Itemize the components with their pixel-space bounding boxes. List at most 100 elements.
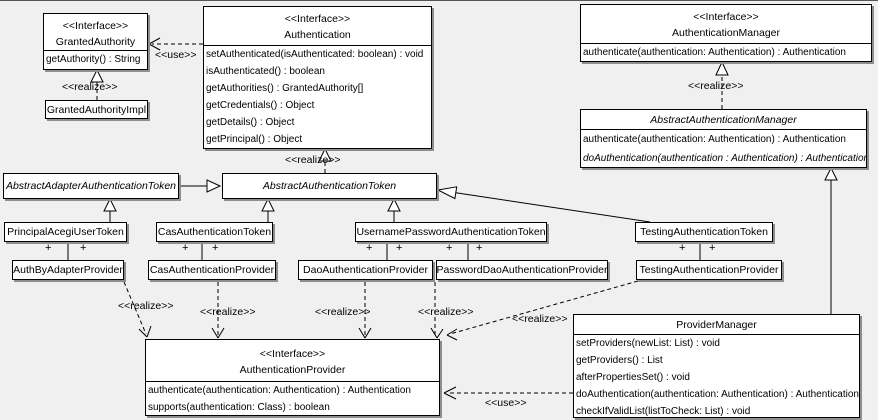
realize-label: <<realize>> xyxy=(688,80,744,92)
class-name: TestingAuthenticationToken xyxy=(640,226,768,238)
method: getCredentials() : Object xyxy=(206,100,315,111)
method: authenticate(authentication: Authenticat… xyxy=(583,134,846,145)
method: getPrincipal() : Object xyxy=(206,134,303,145)
class-name: TestingAuthenticationProvider xyxy=(639,264,779,276)
association-plus: + xyxy=(709,242,716,254)
class-authenticationmanager: <<Interface>> AuthenticationManager auth… xyxy=(580,4,872,62)
class-name: UsernamePasswordAuthenticationToken xyxy=(356,226,546,238)
class-casauthenticationprovider: CasAuthenticationProvider xyxy=(148,260,276,280)
class-name: GrantedAuthority xyxy=(55,36,136,48)
method: getDetails() : Object xyxy=(206,117,295,128)
generalization-usernamepasswordtoken-abstracttoken xyxy=(387,197,401,222)
association-plus: + xyxy=(212,242,219,254)
stereotype: <<Interface>> xyxy=(284,13,351,25)
association-plus: + xyxy=(679,242,686,254)
class-authenticationprovider: <<Interface>> AuthenticationProvider aut… xyxy=(145,339,440,416)
class-grantedauthority: <<Interface>> GrantedAuthority getAuthor… xyxy=(43,13,148,70)
stereotype: <<Interface>> xyxy=(259,348,326,360)
class-casauthenticationtoken: CasAuthenticationToken xyxy=(156,222,273,242)
realize-casprovider-authenticationprovider xyxy=(211,282,225,339)
association-plus: + xyxy=(182,242,189,254)
realize-authbyadapterprovider-authenticationprovider xyxy=(123,281,152,338)
class-testingauthenticationprovider: TestingAuthenticationProvider xyxy=(636,260,782,280)
compartment-separator xyxy=(574,334,859,335)
association-plus: + xyxy=(396,242,403,254)
association-plus: + xyxy=(45,242,52,254)
class-name: GrantedAuthorityImpl xyxy=(46,103,147,116)
use-providermanager-authenticationprovider xyxy=(443,386,573,400)
class-abstractadapterauthenticationtoken: AbstractAdapterAuthenticationToken xyxy=(3,173,179,199)
use-label: <<use>> xyxy=(485,397,527,409)
class-name: AbstractAdapterAuthenticationToken xyxy=(5,180,177,192)
method: setProviders(newList: List) : void xyxy=(576,338,720,349)
association-plus: + xyxy=(80,242,87,254)
realize-label: <<realize>> xyxy=(62,81,118,93)
class-name: Authentication xyxy=(284,29,351,41)
class-testingauthenticationtoken: TestingAuthenticationToken xyxy=(635,222,773,242)
method: authenticate(authentication: Authenticat… xyxy=(148,385,411,396)
method: getProviders() : List xyxy=(576,355,663,366)
realize-abstractauthenticationmanager-authenticationmanager xyxy=(715,60,729,109)
class-usernamepasswordauthenticationtoken: UsernamePasswordAuthenticationToken xyxy=(355,222,547,242)
method: supports(authentication: Class) : boolea… xyxy=(148,402,330,413)
class-principalacegiusertoken: PrincipalAcegiUserToken xyxy=(4,222,127,242)
class-daoauthenticationprovider: DaoAuthenticationProvider xyxy=(298,260,433,280)
class-name: PrincipalAcegiUserToken xyxy=(7,226,124,238)
method: afterPropertiesSet() : void xyxy=(576,372,690,383)
compartment-separator xyxy=(581,43,871,44)
generalization-castoken-abstracttoken xyxy=(261,197,275,222)
generalization-testingtoken-abstracttoken xyxy=(436,186,651,223)
class-name: AbstractAuthenticationToken xyxy=(262,180,397,192)
realize-label: <<realize>> xyxy=(200,306,256,318)
realize-passworddaoprovider-authenticationprovider xyxy=(430,282,444,339)
class-abstractauthenticationtoken: AbstractAuthenticationToken xyxy=(222,173,437,199)
association-plus: + xyxy=(366,242,373,254)
method: getAuthority() : String xyxy=(46,54,141,65)
realize-daoprovider-authenticationprovider xyxy=(358,282,372,339)
realize-label: <<realize>> xyxy=(512,313,568,325)
compartment-separator xyxy=(146,381,439,382)
method: getAuthorities() : GrantedAuthority[] xyxy=(206,83,364,94)
realize-grantedauthorityimpl-grantedauthority xyxy=(90,68,104,100)
compartment-separator xyxy=(204,45,431,46)
stereotype: <<Interface>> xyxy=(62,20,129,32)
class-abstractauthenticationmanager: AbstractAuthenticationManager authentica… xyxy=(580,109,867,168)
generalization-providermanager-abstractauthenticationmanager xyxy=(824,166,838,314)
association-plus: + xyxy=(476,242,483,254)
method: authenticate(authentication: Authenticat… xyxy=(583,47,846,58)
association-plus: + xyxy=(446,242,453,254)
realize-label: <<realize>> xyxy=(118,300,174,312)
class-providermanager: ProviderManager setProviders(newList: Li… xyxy=(573,314,860,418)
class-header: AbstractAuthenticationManager xyxy=(581,110,866,128)
class-authbyadapterprovider: AuthByAdapterProvider xyxy=(12,260,124,280)
realize-testingprovider-authenticationprovider xyxy=(446,280,639,341)
realize-label: <<realize>> xyxy=(315,306,371,318)
class-name: AuthenticationProvider xyxy=(239,364,346,376)
generalization-principaltoken-abstractadaptertoken xyxy=(103,197,117,222)
method: doAuthentication(authentication : Authen… xyxy=(583,153,866,164)
compartment-separator xyxy=(44,50,147,51)
class-header: <<Interface>> GrantedAuthority xyxy=(44,14,147,50)
class-name: DaoAuthenticationProvider xyxy=(303,264,428,276)
method: checkIfValidList(listToCheck: List) : vo… xyxy=(576,406,751,417)
realize-label: <<realize>> xyxy=(285,154,341,166)
compartment-separator xyxy=(581,129,866,130)
class-name: CasAuthenticationToken xyxy=(157,226,272,238)
class-name: AbstractAuthenticationManager xyxy=(650,114,797,126)
use-label: <<use>> xyxy=(155,49,197,61)
realize-label: <<realize>> xyxy=(418,306,474,318)
class-passworddaoauthenticationprovider: PasswordDaoAuthenticationProvider xyxy=(436,260,608,280)
method: doAuthentication(authentication: Authent… xyxy=(576,389,859,400)
stereotype: <<Interface>> xyxy=(693,11,759,23)
use-authentication-grantedauthority xyxy=(148,37,203,51)
class-header: <<Interface>> Authentication xyxy=(204,7,431,43)
class-name: AuthenticationManager xyxy=(672,27,780,39)
realize-abstracttoken-authentication xyxy=(318,147,332,173)
class-header: ProviderManager xyxy=(574,315,859,333)
method: isAuthenticated() : boolean xyxy=(206,66,325,77)
class-grantedauthorityimpl: GrantedAuthorityImpl xyxy=(45,100,148,119)
class-name: CasAuthenticationProvider xyxy=(149,264,275,276)
class-name: AuthByAdapterProvider xyxy=(13,264,123,276)
